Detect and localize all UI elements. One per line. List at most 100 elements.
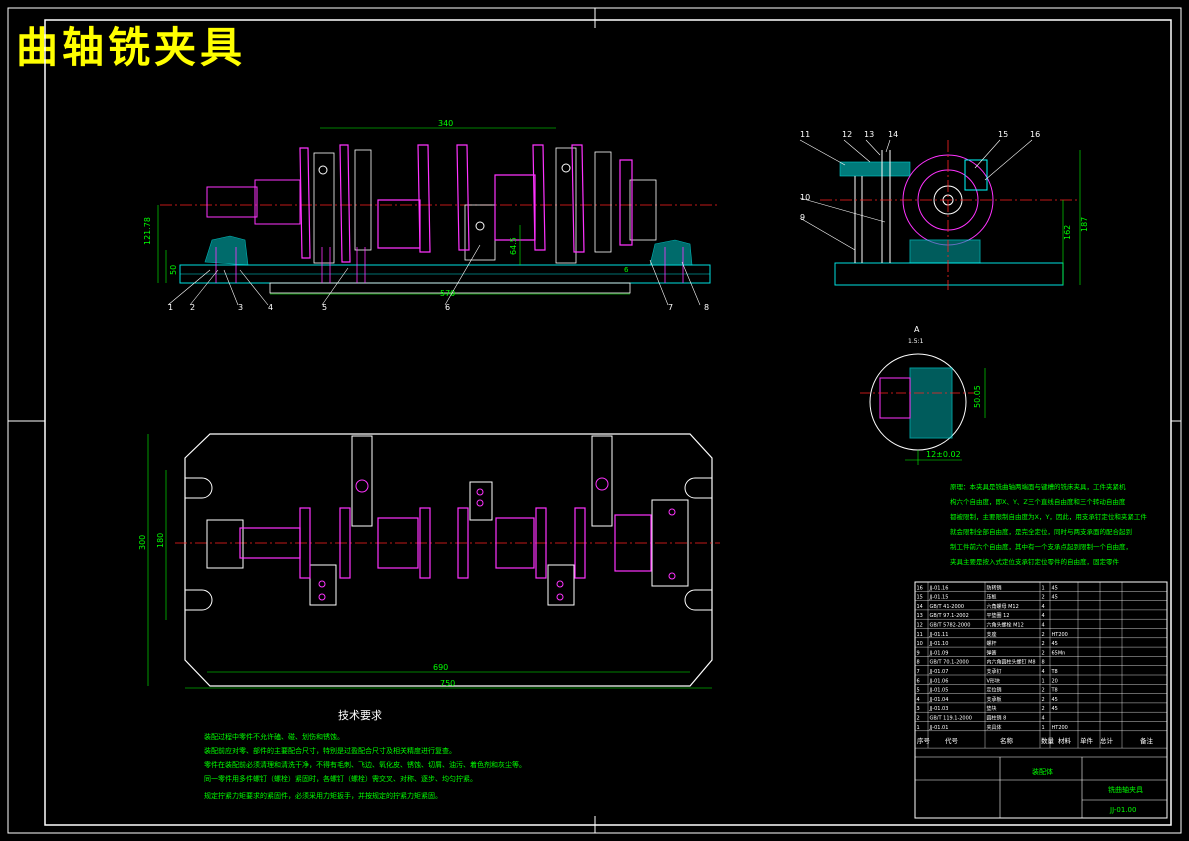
plan-view: 690 750 300 180 xyxy=(138,433,720,689)
bom-cell: 2 xyxy=(1042,688,1045,694)
bom-cell: 45 xyxy=(1052,595,1058,601)
bom-cell: 15 xyxy=(917,595,923,601)
bom-cell: 2 xyxy=(1042,706,1045,712)
bom-cell: JJ-01.10 xyxy=(929,641,949,647)
side-label-9: 9 xyxy=(800,213,805,222)
bom-cell: HT200 xyxy=(1052,632,1068,638)
front-label-7: 7 xyxy=(668,303,673,312)
note-line-3: 都被限制，主要限制自由度为X，Y，因此，用支承钉定位和夹紧工件 xyxy=(950,512,1147,521)
bom-cell: JJ-01.03 xyxy=(929,706,949,712)
bom-cell: JJ-01.16 xyxy=(929,585,949,591)
bom-cell: 六角螺母 M12 xyxy=(987,603,1019,610)
bom-header-cell: 数量 xyxy=(1041,736,1055,745)
dim-340: 340 xyxy=(438,119,453,128)
detail-view: A 1.5:1 50.05 12±0.02 xyxy=(860,325,986,465)
bom-cell: 4 xyxy=(1042,623,1045,629)
dim-690: 690 xyxy=(433,663,448,672)
bom-cell: 圆柱销 8 xyxy=(987,715,1007,722)
bom-cell: JJ-01.07 xyxy=(929,669,949,675)
bom-cell: 2 xyxy=(1042,641,1045,647)
bom-cell: 6 xyxy=(917,678,920,684)
bom-cell: 内六角圆柱头螺钉 M8 xyxy=(987,659,1036,666)
technical-requirements: 技术要求 装配过程中零件不允许磕、碰、划伤和锈蚀。 装配前应对零、部件的主要配合… xyxy=(204,709,526,800)
bom-header-cell: 总计 xyxy=(1100,736,1114,745)
bom-header-cell: 材料 xyxy=(1058,736,1072,745)
dim-570: 570 xyxy=(440,289,455,298)
bom-cell: JJ-01.01 xyxy=(929,725,949,731)
tech-line-3: 零件在装配前必须清理和清洗干净，不得有毛刺、飞边、氧化皮、锈蚀、切屑、油污、着色… xyxy=(204,760,526,769)
bom-cell: JJ-01.15 xyxy=(929,595,949,601)
bom-cell: 16 xyxy=(917,585,923,591)
bom-cell: 支承板 xyxy=(987,696,1002,703)
bom-cell: 4 xyxy=(917,697,920,703)
bom-cell: 14 xyxy=(917,604,923,610)
note-line-4: 就会限制全部自由度，是完全定位，同时与两支承面的配合起到 xyxy=(950,527,1132,536)
titleblock-material: 装配体 xyxy=(1032,767,1053,776)
side-label-12: 12 xyxy=(842,130,852,139)
front-label-5: 5 xyxy=(322,303,327,312)
front-label-4: 4 xyxy=(268,303,273,312)
bom-cell: 平垫圈 12 xyxy=(987,612,1010,619)
tech-line-2: 装配前应对零、部件的主要配合尺寸，特别是过盈配合尺寸及相关精度进行复查。 xyxy=(204,746,456,755)
bom-cell: 定位销 xyxy=(987,687,1002,694)
tech-line-1: 装配过程中零件不允许磕、碰、划伤和锈蚀。 xyxy=(204,732,344,741)
bom-cell: 防转销 xyxy=(987,584,1002,591)
note-line-6: 夹具主要是按入式定位支承钉定位零件的自由度，固定零件 xyxy=(950,557,1120,566)
bom-cell: 9 xyxy=(917,650,920,656)
bom-cell: 1 xyxy=(1042,725,1045,731)
bom-cell: 13 xyxy=(917,613,923,619)
side-label-10: 10 xyxy=(800,193,810,202)
note-line-5: 制工件前六个自由度，其中有一个支承点起到限制一个自由度， xyxy=(950,542,1132,551)
dim-50: 50 xyxy=(169,265,178,275)
bom-header-cell: 备注 xyxy=(1140,736,1154,745)
titleblock-code: JJ-01.00 xyxy=(1109,806,1136,814)
titleblock-name: 铣曲轴夹具 xyxy=(1108,785,1143,794)
bom-cell: JJ-01.09 xyxy=(929,650,949,656)
bom-cell: 45 xyxy=(1052,706,1058,712)
side-label-14: 14 xyxy=(888,130,898,139)
bom-cell: 4 xyxy=(1042,613,1045,619)
bom-cell: 螺杆 xyxy=(987,640,997,647)
dim-6: 6 xyxy=(624,266,629,274)
dim-750: 750 xyxy=(440,679,455,688)
note-line-1: 原理：本夹具是铣曲轴两端面与键槽的铣床夹具，工件夹紧机 xyxy=(950,482,1126,491)
bom-cell: 5 xyxy=(917,688,920,694)
bom-cell: 8 xyxy=(1042,660,1045,666)
front-label-2: 2 xyxy=(190,303,195,312)
side-label-11: 11 xyxy=(800,130,810,139)
bom-cell: 1 xyxy=(1042,585,1045,591)
bom-cell: JJ-01.11 xyxy=(929,632,949,638)
front-label-1: 1 xyxy=(168,303,173,312)
tech-line-4: 同一零件用多件螺钉（螺栓）紧固时，各螺钉（螺栓）需交叉、对称、逐步、均匀拧紧。 xyxy=(204,774,477,783)
bom-cell: 4 xyxy=(1042,669,1045,675)
dim-162: 162 xyxy=(1063,225,1072,240)
dim-300: 300 xyxy=(138,535,147,550)
dim-64-5: 64.5 xyxy=(509,237,518,255)
bom-cell: 65Mn xyxy=(1052,650,1066,656)
bom-cell: HT200 xyxy=(1052,725,1068,731)
tech-title: 技术要求 xyxy=(338,709,382,722)
bom-cell: 12 xyxy=(917,623,923,629)
side-label-13: 13 xyxy=(864,130,874,139)
bom-cell: 7 xyxy=(917,669,920,675)
bom-cell: JJ-01.05 xyxy=(929,688,949,694)
bom-header-cell: 名称 xyxy=(1000,736,1014,745)
bom-header-cell: 代号 xyxy=(945,736,959,745)
dim-187: 187 xyxy=(1080,217,1089,232)
bom-cell: JJ-01.06 xyxy=(929,678,949,684)
front-label-6: 6 xyxy=(445,303,450,312)
principle-note: 原理：本夹具是铣曲轴两端面与键槽的铣床夹具，工件夹紧机 构六个自由度，即X、Y、… xyxy=(950,482,1147,566)
bom-cell: GB/T 5782-2000 xyxy=(930,623,971,629)
tech-line-5: 规定拧紧力矩要求的紧固件，必须采用力矩扳手，并按规定的拧紧力矩紧固。 xyxy=(204,791,442,800)
detail-scale: 1.5:1 xyxy=(908,338,924,345)
bom-cell: JJ-01.04 xyxy=(929,697,949,703)
dim-121-78: 121.78 xyxy=(143,217,152,245)
bom-cell: 8 xyxy=(917,660,920,666)
bom-cell: 11 xyxy=(917,632,923,638)
side-view: 162 187 11 12 13 14 15 16 10 9 xyxy=(799,130,1089,290)
bom-cell: 压板 xyxy=(987,594,997,601)
bom-cell: T8 xyxy=(1051,669,1058,675)
bom-cell: T8 xyxy=(1051,688,1058,694)
